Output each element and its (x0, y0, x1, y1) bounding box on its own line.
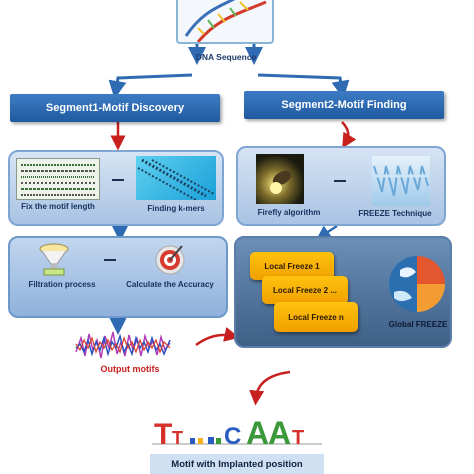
logo-letter-t: T (172, 428, 183, 448)
motif-logo: T T C A A T (150, 404, 324, 451)
kmers-image (136, 156, 216, 201)
freeze-technique-label: FREEZE Technique (358, 209, 432, 218)
global-freeze-label: Global FREEZE (388, 320, 448, 329)
motif-length-image (16, 158, 100, 200)
output-motifs-wave (74, 326, 174, 364)
dna-helix-icon (184, 0, 267, 43)
local-freeze-card: Local Freeze n (274, 302, 358, 332)
firefly-algorithm-label: Firefly algorithm (257, 208, 321, 217)
local-freeze-card: Local Freeze 1 (250, 252, 334, 280)
separator-dash (334, 180, 346, 182)
global-freeze-globe-image (386, 252, 448, 316)
calculate-accuracy-label: Calculate the Accuracy (126, 280, 214, 289)
logo-letter-t: T (154, 418, 172, 448)
local-freeze-card: Local Freeze 2 ... (262, 276, 348, 304)
separator-dash (112, 179, 124, 181)
filtration-process-label: Filtration process (28, 280, 96, 289)
fix-motif-length-label: Fix the motif length (21, 202, 95, 211)
segment2-title: Segment2-Motif Finding (244, 91, 444, 119)
freeze-technique-image (372, 156, 430, 206)
output-motifs-label: Output motifs (100, 364, 160, 374)
dna-image (176, 0, 274, 44)
firefly-image (256, 154, 304, 204)
separator-dash (104, 259, 116, 261)
motif-implanted-position-label: Motif with Implanted position (150, 454, 324, 474)
dna-sequence-label: DNA Sequence (195, 52, 257, 62)
logo-letter-t: T (292, 427, 304, 448)
target-icon (152, 242, 188, 276)
logo-letter-c: C (224, 423, 241, 448)
segment1-title: Segment1-Motif Discovery (10, 94, 220, 122)
logo-letter-a: A (246, 415, 269, 448)
filtration-icon (36, 242, 72, 276)
finding-kmers-label: Finding k-mers (147, 204, 205, 213)
logo-letter-a: A (268, 415, 291, 448)
